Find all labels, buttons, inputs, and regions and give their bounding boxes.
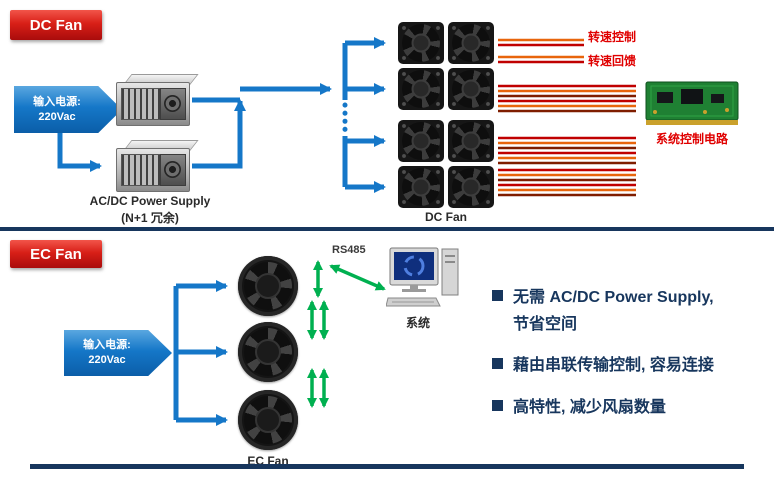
- ec-input-power-arrow: 输入电源: 220Vac: [64, 330, 172, 376]
- computer-caption: 系统: [405, 316, 430, 330]
- dc-fan-section-badge: DC Fan: [10, 10, 102, 40]
- psu-caption-line1: AC/DC Power Supply: [89, 194, 211, 208]
- ec-fan-section-badge: EC Fan: [10, 240, 102, 268]
- dc-fan-icon: [398, 120, 444, 162]
- rs485-bus-arrows: [307, 260, 386, 408]
- psu-fan-panel: [160, 88, 186, 120]
- psu-body: [116, 82, 190, 126]
- psu-fan-panel: [160, 154, 186, 186]
- psu-icon: [116, 74, 199, 126]
- dc-fan-icon: [448, 22, 494, 64]
- benefit-line: 节省空间: [513, 316, 578, 333]
- dc-fan-icon: [398, 68, 444, 110]
- dc-fan-array: [398, 22, 494, 230]
- dc-fan-group-caption: DC Fan: [425, 210, 467, 224]
- bottom-accent-bar: [30, 464, 744, 469]
- benefit-text: 无需 AC/DC Power Supply, 节省空间: [513, 284, 714, 338]
- ec-input-power-label: 输入电源:: [83, 339, 131, 351]
- speed-feedback-label: 转速回馈: [588, 54, 637, 68]
- benefit-line: 无需 AC/DC Power Supply,: [513, 289, 714, 306]
- benefit-item: 高特性, 减少风扇数量: [492, 394, 768, 421]
- dc-fan-icon: [398, 22, 444, 64]
- ec-input-power-voltage: 220Vac: [88, 354, 126, 366]
- benefit-line: 高特性, 减少风扇数量: [513, 399, 666, 416]
- computer-icon: [386, 247, 459, 307]
- speed-control-label: 转速控制: [588, 30, 637, 44]
- psu-icon: [116, 140, 199, 192]
- ec-fan-icon: [238, 256, 298, 316]
- ec-fan-icon: [238, 322, 298, 382]
- benefit-text: 高特性, 减少风扇数量: [513, 394, 666, 421]
- dc-fan-icon: [448, 68, 494, 110]
- section-divider: [0, 227, 774, 231]
- benefit-item: 无需 AC/DC Power Supply, 节省空间: [492, 284, 768, 338]
- benefit-line: 藉由串联传输控制, 容易连接: [513, 357, 714, 374]
- dc-fan-icon: [448, 120, 494, 162]
- bullet-square-icon: [492, 400, 503, 411]
- psu-caption-line2: (N+1 冗余): [121, 211, 179, 225]
- dc-fan-icon: [398, 166, 444, 208]
- control-pcb-icon: [645, 81, 739, 125]
- dc-input-power-voltage: 220Vac: [38, 110, 76, 123]
- psu-heatsink-fins: [121, 88, 161, 120]
- rs485-bus-label: RS485: [332, 244, 366, 256]
- pcb-caption: 系统控制电路: [655, 132, 728, 146]
- ec-power-flow-lines: [173, 280, 228, 426]
- bullet-square-icon: [492, 358, 503, 369]
- dc-input-power-arrow: 输入电源: 220Vac: [14, 86, 122, 133]
- benefit-item: 藉由串联传输控制, 容易连接: [492, 352, 768, 379]
- bullet-square-icon: [492, 290, 503, 301]
- ec-fan-icon: [238, 390, 298, 450]
- psu-heatsink-fins: [121, 154, 161, 186]
- dc-fan-icon: [448, 166, 494, 208]
- psu-body: [116, 148, 190, 192]
- dc-input-power-label: 输入电源:: [33, 95, 81, 108]
- benefit-text: 藉由串联传输控制, 容易连接: [513, 352, 714, 379]
